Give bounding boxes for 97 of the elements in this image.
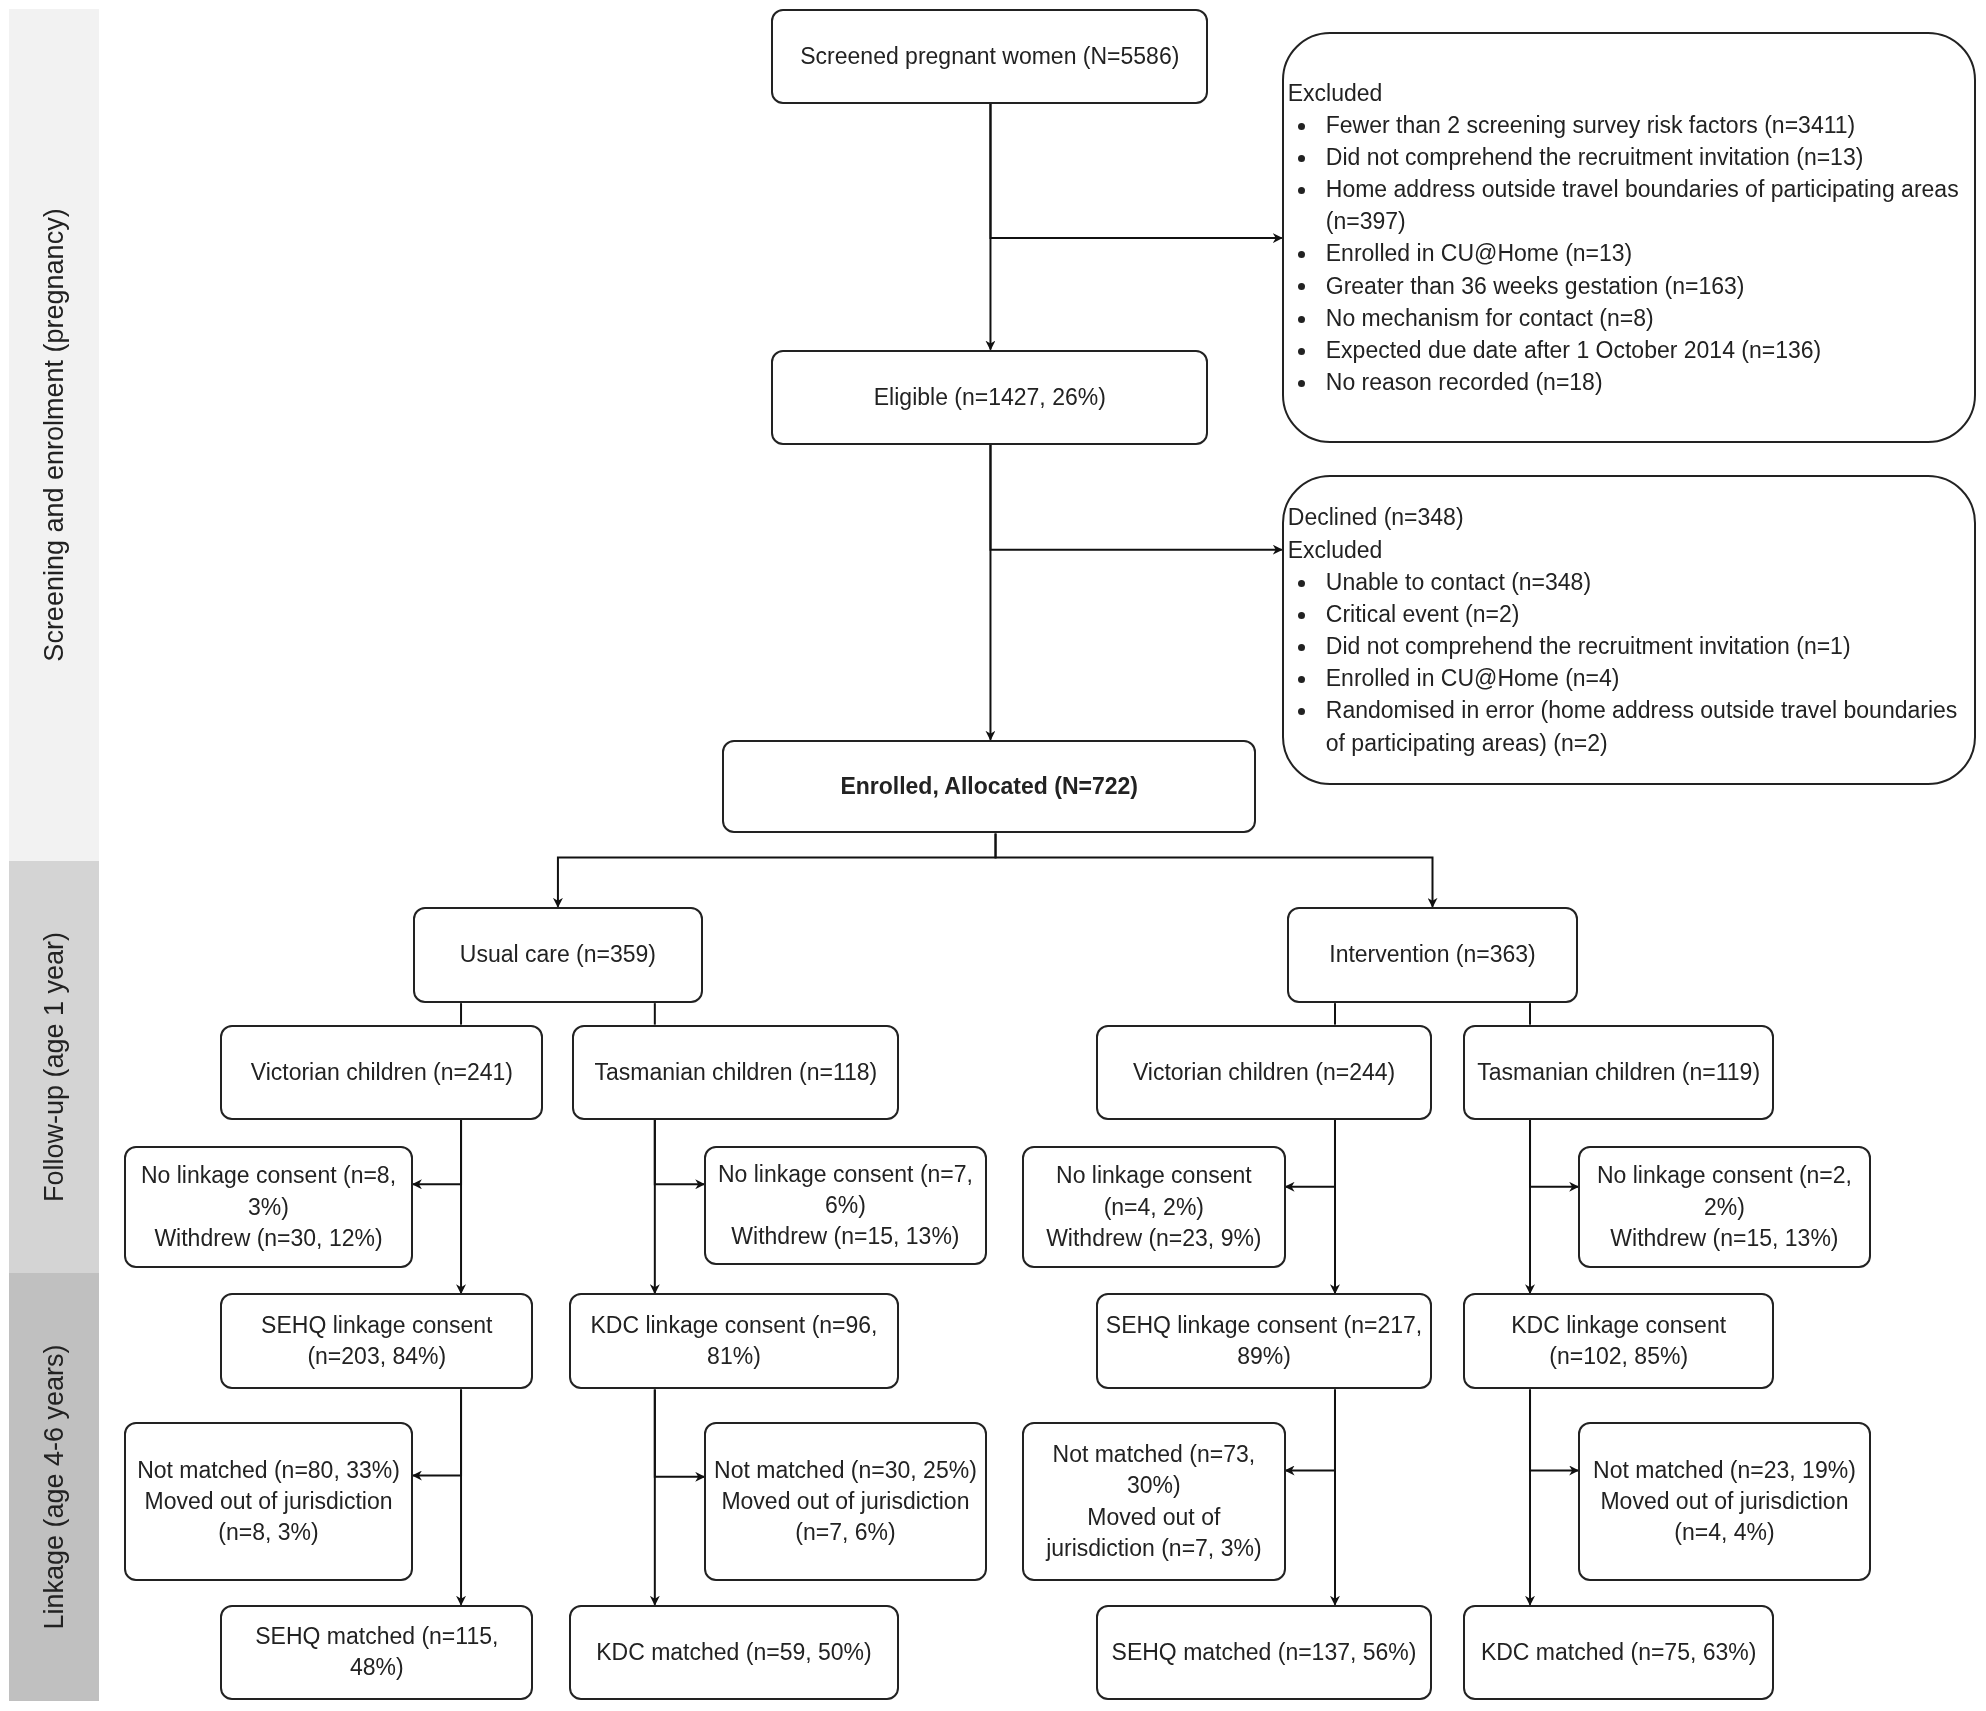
process-box bbox=[771, 349, 1209, 445]
box-text: KDC matched (n=59, 50%) bbox=[596, 1637, 872, 1667]
box-text: Not matched (n=73, 30%) bbox=[1051, 1440, 1257, 1501]
box-text: Withdrew (n=23, 9%) bbox=[1046, 1223, 1262, 1253]
arrow bbox=[1529, 1388, 1580, 1476]
arrow bbox=[411, 1118, 463, 1190]
bullet-item: Enrolled in CU@Home (n=4) bbox=[1287, 662, 1620, 695]
process-box bbox=[124, 1422, 413, 1581]
bullet-item: Home address outside travel boundaries of participating areas (n=397) bbox=[1287, 173, 1964, 238]
box-text: Tasmanian children (n=118) bbox=[594, 1057, 878, 1087]
box-text: Not matched (n=30, 25%) bbox=[714, 1455, 977, 1485]
phase-label: Linkage (age 4-6 years) bbox=[37, 1344, 70, 1630]
box-text: SEHQ matched (n=137, 56%) bbox=[1111, 1637, 1417, 1667]
process-box bbox=[1578, 1422, 1871, 1581]
process-box bbox=[220, 1604, 534, 1700]
bullet-item: Expected due date after 1 October 2014 (n=136) bbox=[1287, 334, 1822, 367]
process-box bbox=[220, 1293, 534, 1390]
phase-label: Follow-up (age 1 year) bbox=[37, 932, 70, 1203]
bullet-item: No mechanism for contact (n=8) bbox=[1287, 301, 1654, 335]
process-box bbox=[124, 1146, 413, 1268]
box-text: No linkage consent (n=2, 2%) bbox=[1595, 1161, 1853, 1222]
arrow bbox=[1529, 1118, 1580, 1192]
process-box bbox=[412, 906, 703, 1004]
process-box bbox=[1022, 1422, 1286, 1581]
bullet-item: Critical event (n=2) bbox=[1287, 597, 1520, 631]
bullet-item: No reason recorded (n=18) bbox=[1287, 366, 1603, 399]
box-text: Enrolled, Allocated (N=722) bbox=[840, 772, 1138, 801]
bullet-item: Unable to contact (n=348) bbox=[1287, 565, 1592, 598]
exclusion-box bbox=[1281, 31, 1976, 444]
arrow bbox=[1284, 1118, 1336, 1192]
exclusion-box bbox=[1281, 474, 1976, 786]
process-box bbox=[1462, 1604, 1775, 1700]
box-text: Intervention (n=363) bbox=[1329, 940, 1536, 970]
box-heading: Excluded bbox=[1287, 78, 1383, 108]
phase-label: Screening and enrolment (pregnancy) bbox=[37, 208, 70, 662]
arrow bbox=[653, 1118, 706, 1190]
box-text: Usual care (n=359) bbox=[459, 940, 657, 970]
process-box bbox=[1095, 1604, 1433, 1700]
connector-line bbox=[1529, 1002, 1532, 1026]
process-box bbox=[1462, 1293, 1775, 1390]
phase-band bbox=[8, 8, 99, 862]
process-box bbox=[704, 1422, 987, 1581]
box-text: Moved out of jurisdiction (n=7, 3%) bbox=[1044, 1502, 1263, 1563]
box-text: No linkage consent (n=8, 3%) bbox=[139, 1161, 398, 1222]
arrow bbox=[994, 832, 1438, 908]
box-text: Screened pregnant women (N=5586) bbox=[800, 41, 1180, 71]
process-box bbox=[1462, 1024, 1775, 1120]
arrow bbox=[1284, 1388, 1336, 1476]
box-text: Withdrew (n=30, 12%) bbox=[154, 1223, 383, 1253]
arrow bbox=[989, 443, 1283, 555]
process-box bbox=[1095, 1024, 1433, 1120]
arrow bbox=[411, 1388, 463, 1481]
box-text: Victorian children (n=244) bbox=[1132, 1057, 1396, 1087]
bullet-item: Did not comprehend the recruitment invitation (n=1) bbox=[1287, 630, 1851, 663]
phase-band bbox=[8, 861, 99, 1273]
process-box bbox=[568, 1604, 900, 1700]
box-text: SEHQ matched (n=115, 48%) bbox=[254, 1622, 500, 1683]
box-text: KDC matched (n=75, 63%) bbox=[1480, 1637, 1757, 1667]
box-heading: Declined (n=348) bbox=[1287, 503, 1464, 533]
box-text: Moved out of jurisdiction (n=4, 4%) bbox=[1599, 1487, 1850, 1548]
box-text: No linkage consent (n=4, 2%) bbox=[1055, 1161, 1253, 1222]
box-text: SEHQ linkage consent (n=203, 84%) bbox=[260, 1311, 494, 1372]
arrow bbox=[989, 102, 1283, 244]
connector-line bbox=[1334, 1002, 1336, 1026]
box-text: SEHQ linkage consent (n=217, 89%) bbox=[1104, 1311, 1424, 1372]
arrow bbox=[653, 1388, 706, 1482]
process-box bbox=[704, 1146, 987, 1266]
process-box bbox=[1022, 1146, 1286, 1268]
process-box bbox=[1095, 1293, 1433, 1390]
box-text: Moved out of jurisdiction (n=7, 6%) bbox=[720, 1487, 971, 1548]
bullet-item: Fewer than 2 screening survey risk factors (n=3411) bbox=[1287, 108, 1856, 141]
box-text: Withdrew (n=15, 13%) bbox=[731, 1222, 960, 1252]
phase-band bbox=[8, 1272, 99, 1701]
box-text: No linkage consent (n=7, 6%) bbox=[716, 1160, 974, 1221]
box-text: Victorian children (n=241) bbox=[250, 1057, 513, 1087]
box-text: Not matched (n=80, 33%) bbox=[137, 1455, 400, 1485]
box-text: Not matched (n=23, 19%) bbox=[1593, 1455, 1856, 1485]
process-box bbox=[568, 1293, 900, 1390]
bullet-item: Enrolled in CU@Home (n=13) bbox=[1287, 237, 1633, 270]
box-text: Moved out of jurisdiction (n=8, 3%) bbox=[143, 1487, 394, 1548]
box-text: KDC linkage consent (n=102, 85%) bbox=[1510, 1311, 1728, 1372]
process-box bbox=[1578, 1146, 1871, 1268]
box-text: Withdrew (n=15, 13%) bbox=[1610, 1223, 1839, 1253]
process-box bbox=[721, 739, 1257, 834]
process-box bbox=[771, 8, 1209, 104]
connector-line bbox=[653, 1002, 656, 1026]
process-box bbox=[220, 1024, 544, 1120]
box-text: KDC linkage consent (n=96, 81%) bbox=[589, 1311, 879, 1372]
box-heading: Excluded bbox=[1287, 535, 1383, 565]
box-text: Eligible (n=1427, 26%) bbox=[873, 382, 1106, 412]
bullet-item: Greater than 36 weeks gestation (n=163) bbox=[1287, 269, 1745, 302]
process-box bbox=[572, 1024, 900, 1120]
process-box bbox=[1286, 906, 1579, 1004]
bullet-item: Randomised in error (home address outside travel boundaries of participating areas) (n=2) bbox=[1287, 694, 1964, 759]
box-text: Tasmanian children (n=119) bbox=[1477, 1057, 1761, 1087]
connector-line bbox=[460, 1002, 463, 1026]
bullet-item: Did not comprehend the recruitment invitation (n=13) bbox=[1287, 140, 1864, 174]
